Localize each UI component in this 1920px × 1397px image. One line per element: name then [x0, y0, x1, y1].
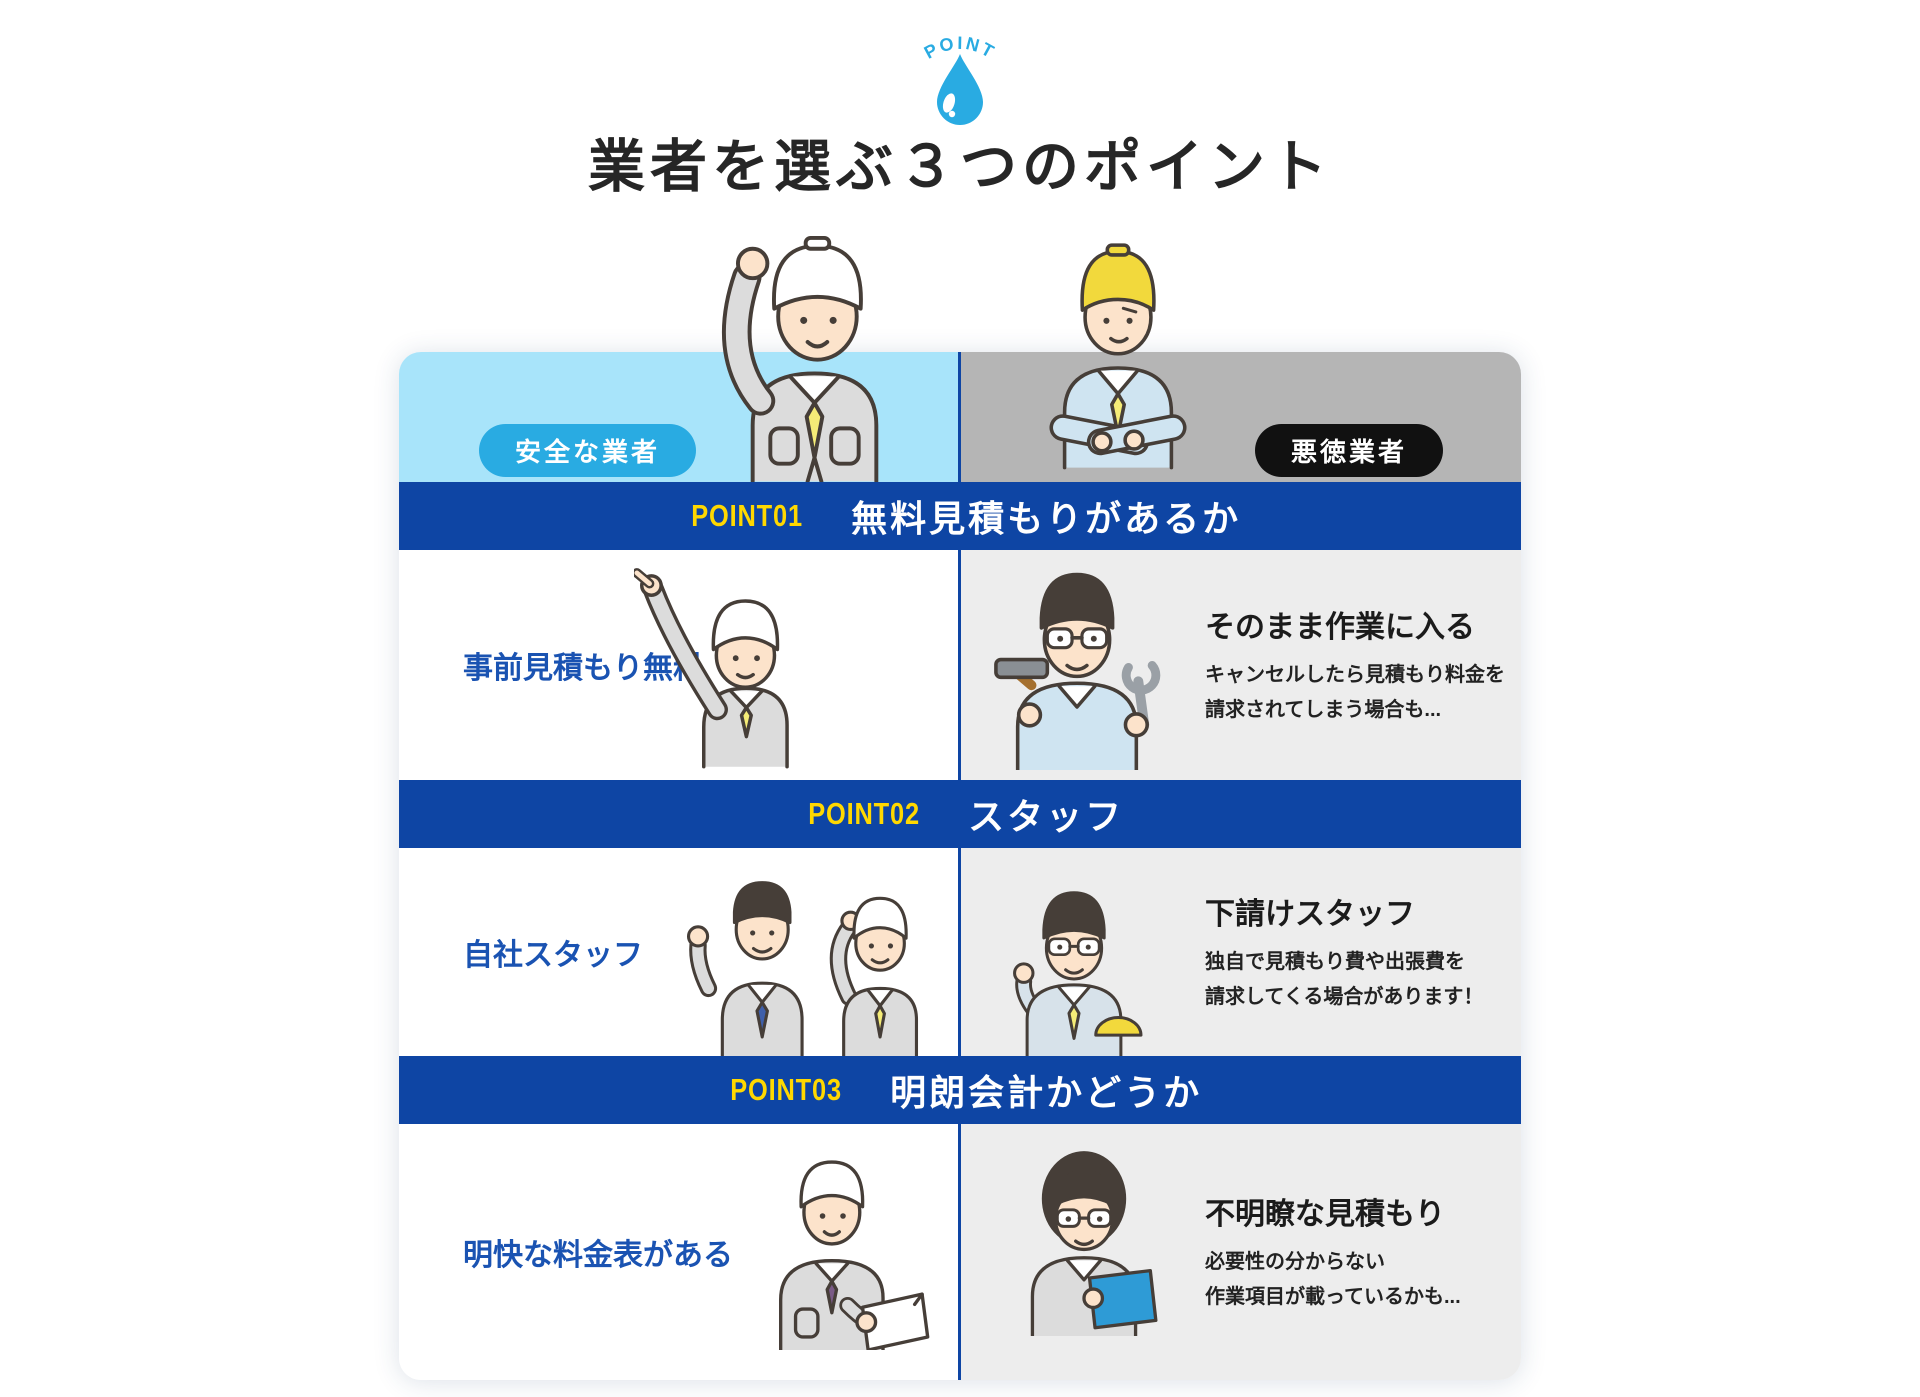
safe-column-header: 安全な業者 [399, 235, 960, 482]
point3-heading: 明朗会計かどうか [890, 1072, 1203, 1113]
point2-safe-label: 自社スタッフ [463, 939, 643, 972]
point2-bad-text: 下請けスタッフ 独自で見積もり費や出張費を 請求してくる場合があります！ [1205, 889, 1515, 1015]
point1-safe-label: 事前見積もり無料 [463, 652, 703, 685]
bad-badge: 悪徳業者 [1254, 424, 1443, 477]
safe-badge: 安全な業者 [479, 424, 697, 477]
page-title: 業者を選ぶ３つのポイント [588, 135, 1332, 199]
point2-bar: POINT02 スタッフ [399, 780, 1521, 848]
point2-heading: スタッフ [968, 796, 1125, 837]
point2-bad-body-line1: 独自で見積もり費や出張費を [1205, 951, 1465, 973]
point3-safe-cell: 明快な料金表がある [399, 1124, 960, 1380]
worker-with-tools-illustration [988, 556, 1166, 770]
point1-bad-cell: そのまま作業に入る キャンセルしたら見積もり料金を 請求されてしまう場合も... [960, 550, 1521, 780]
bad-column-header: 悪徳業者 [960, 243, 1521, 482]
point1-bad-heading: そのまま作業に入る [1205, 611, 1475, 644]
safe-worker-illustration [682, 202, 947, 482]
page-header: POINT 業者を選ぶ３つのポイント [0, 20, 1920, 199]
subcontractor-illustration [986, 876, 1162, 1056]
point1-bar: POINT01 無料見積もりがあるか [399, 482, 1521, 550]
point1-heading: 無料見積もりがあるか [851, 498, 1242, 539]
point3-bad-body-line1: 必要性の分からない [1205, 1251, 1385, 1273]
point1-number: POINT01 [691, 498, 803, 533]
point2-bad-heading: 下請けスタッフ [1205, 898, 1415, 931]
comparison-table: 安全な業者 [399, 235, 1521, 1380]
point3-bad-cell: 不明瞭な見積もり 必要性の分からない 作業項目が載っているかも... [960, 1124, 1521, 1380]
table-header-band: 安全な業者 [399, 235, 1521, 482]
pointing-worker-illustration [634, 558, 789, 770]
column-divider [958, 352, 961, 1380]
point1-bad-body-line2: 請求されてしまう場合も... [1205, 699, 1442, 721]
point3-bar: POINT03 明朗会計かどうか [399, 1056, 1521, 1124]
point2-number: POINT02 [808, 796, 920, 831]
point3-bad-text: 不明瞭な見積もり 必要性の分からない 作業項目が載っているかも... [1205, 1189, 1515, 1315]
point2-row: 自社スタッフ [399, 848, 1521, 1056]
point3-number: POINT03 [730, 1072, 842, 1107]
point1-bad-body-line1: キャンセルしたら見積もり料金を [1205, 664, 1505, 686]
woman-with-folder-illustration [996, 1138, 1172, 1336]
point2-bad-cell: 下請けスタッフ 独自で見積もり費や出張費を 請求してくる場合があります！ [960, 848, 1521, 1056]
worker-with-pricelist-illustration [729, 1136, 944, 1350]
point-drop-icon: POINT [921, 33, 997, 125]
point3-bad-heading: 不明瞭な見積もり [1205, 1198, 1445, 1231]
bad-worker-illustration [1029, 205, 1207, 482]
point3-row: 明快な料金表がある [399, 1124, 1521, 1380]
point2-bad-body-line2: 請求してくる場合があります！ [1205, 986, 1484, 1008]
point2-safe-cell: 自社スタッフ [399, 848, 960, 1056]
point1-row: 事前見積もり無料 [399, 550, 1521, 780]
point1-safe-cell: 事前見積もり無料 [399, 550, 960, 780]
point3-safe-label: 明快な料金表がある [463, 1239, 733, 1272]
company-staff-illustration [661, 874, 957, 1056]
point1-bad-text: そのまま作業に入る キャンセルしたら見積もり料金を 請求されてしまう場合も... [1205, 602, 1515, 728]
point3-bad-body-line2: 作業項目が載っているかも... [1205, 1286, 1461, 1308]
